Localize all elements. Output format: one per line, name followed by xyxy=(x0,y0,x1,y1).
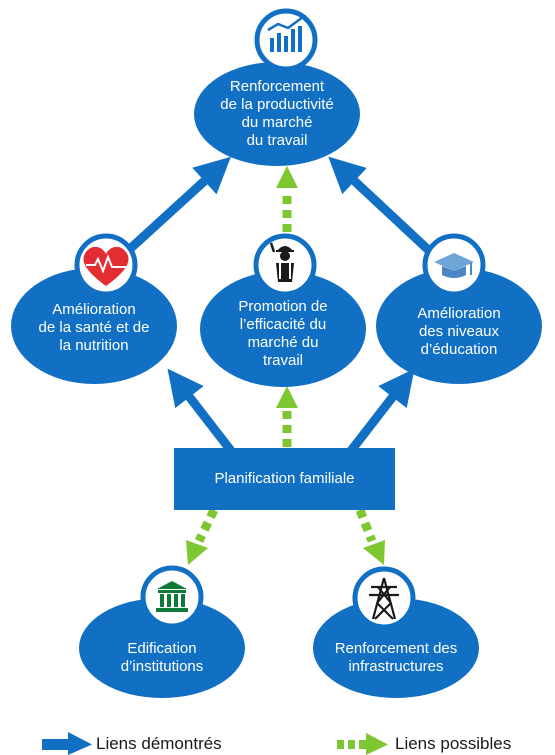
arrow-family-planning-to-institutions-head xyxy=(186,540,208,565)
arrow-family-planning-to-infrastructure-head xyxy=(363,540,385,565)
institution-building-icon xyxy=(140,565,204,629)
power-pylon-icon xyxy=(352,566,416,630)
demonstrated-links xyxy=(116,156,441,455)
legend-possible-icon xyxy=(337,733,388,755)
node-health xyxy=(11,268,177,384)
heart-pulse-icon xyxy=(74,233,138,297)
worker-icon xyxy=(253,233,317,297)
possible-links xyxy=(186,166,385,565)
productivity-label: Renforcement de la productivité du march… xyxy=(220,78,334,149)
arrow-family-planning-to-education xyxy=(346,368,415,455)
arrow-family-planning-to-infrastructure-line xyxy=(355,508,377,543)
education-label: Amélioration des niveaux d’éducation xyxy=(417,305,501,358)
family-planning-label: Planification familiale xyxy=(214,470,355,487)
node-education xyxy=(376,268,542,384)
arrow-labor-to-productivity-head xyxy=(276,166,298,188)
node-productivity xyxy=(194,62,360,166)
infrastructure-label: Renforcement des infrastructures xyxy=(334,640,458,675)
node-family-planning xyxy=(174,448,395,510)
arrow-education-to-productivity xyxy=(328,156,441,262)
arrow-family-planning-to-health xyxy=(167,368,236,455)
arrow-health-to-productivity xyxy=(116,156,231,262)
legend-demonstrated-icon xyxy=(42,732,92,755)
arrow-family-planning-to-labor-head xyxy=(276,386,298,408)
bar-chart-icon xyxy=(254,8,318,72)
node-institutions xyxy=(79,598,245,698)
legend-possible-label: Liens possibles xyxy=(395,734,512,753)
arrow-family-planning-to-institutions-line xyxy=(194,508,219,543)
node-infrastructure xyxy=(313,598,479,698)
node-labor xyxy=(200,271,366,387)
labor-label: Promotion de l’efficacité du marché du t… xyxy=(238,298,328,369)
legend-demonstrated-label: Liens démontrés xyxy=(96,734,222,753)
graduation-cap-icon xyxy=(422,233,486,297)
institutions-label: Edification d’institutions xyxy=(120,640,204,675)
health-label: Amélioration de la santé et de la nutrit… xyxy=(38,301,150,354)
